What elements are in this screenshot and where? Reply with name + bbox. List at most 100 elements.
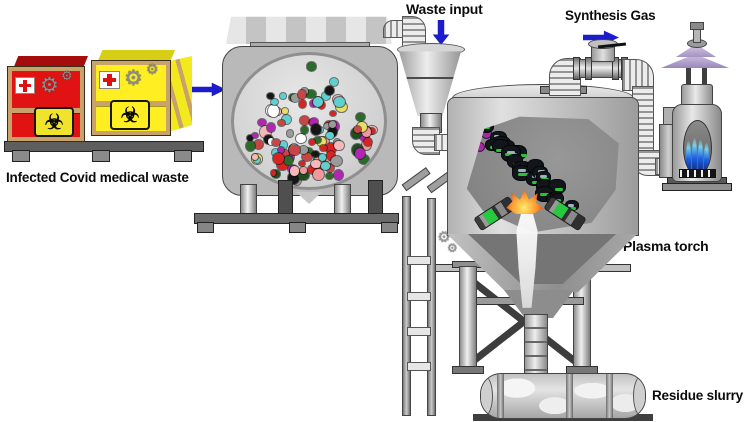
- waste-ball: [298, 90, 306, 99]
- waste-ball: [267, 122, 276, 132]
- mixer-rail-foot: [197, 222, 214, 233]
- support-foot: [452, 366, 484, 374]
- waste-ball: [353, 125, 361, 133]
- waste-ball: [281, 150, 289, 158]
- waste-ball: [309, 118, 319, 126]
- support-column: [459, 266, 477, 370]
- waste-ball: [326, 132, 334, 140]
- flow-arrow-down-icon: [432, 20, 450, 45]
- waste-ball: [268, 105, 279, 117]
- waste-ball: [298, 100, 306, 108]
- gear-icon: ⚙: [40, 74, 59, 97]
- syngas-flame-icon: [692, 138, 697, 171]
- waste-ball: [329, 78, 338, 87]
- pallet-foot: [12, 150, 30, 162]
- pipe-flange: [585, 57, 592, 80]
- waste-ball: [321, 162, 331, 171]
- waste-ball: [279, 93, 287, 99]
- pallet-foot: [92, 150, 110, 162]
- burner-base: [662, 183, 732, 191]
- waste-ball: [312, 151, 319, 158]
- waste-chunk: [566, 201, 578, 211]
- tank-strap: [605, 374, 613, 418]
- waste-ball: [298, 145, 309, 155]
- burner-post: [702, 62, 707, 88]
- biohazard-icon: ☣: [34, 107, 74, 137]
- waste-ball: [312, 97, 323, 108]
- waste-ball: [308, 138, 316, 146]
- waste-ball: [260, 125, 271, 138]
- chunk-highlight: [540, 193, 552, 197]
- burner-rod-knob: [690, 22, 704, 30]
- waste-chunk: [512, 165, 531, 180]
- chunk-highlight: [554, 187, 564, 191]
- waste-ball: [272, 153, 284, 165]
- waste-chunk: [493, 140, 508, 153]
- waste-ball: [350, 128, 361, 140]
- mixer-leg: [240, 184, 257, 216]
- chunk-glint: [518, 168, 527, 172]
- waste-ball: [334, 96, 345, 108]
- waste-ball: [289, 145, 300, 155]
- waste-ball: [258, 118, 267, 127]
- waste-ball: [277, 119, 286, 127]
- waste-chunk: [486, 140, 499, 151]
- waste-ball: [281, 107, 289, 114]
- burner-post: [686, 62, 691, 88]
- medical-cross-icon: [99, 71, 120, 89]
- waste-cascade: [467, 117, 619, 233]
- waste-ball: [277, 160, 288, 170]
- waste-ball: [362, 127, 372, 137]
- gear-icon: ⚙: [61, 68, 73, 83]
- chunk-glint: [493, 135, 500, 139]
- waste-ball: [355, 112, 365, 122]
- syngas-flame-icon: [686, 141, 691, 171]
- ladder-rail: [427, 198, 436, 416]
- synthesis-gas-label: Synthesis Gas: [565, 8, 656, 23]
- waste-ball: [311, 124, 321, 135]
- mixer-leg-back: [368, 180, 383, 216]
- tank-strap: [497, 374, 505, 418]
- slurry-outlet-pipe: [524, 314, 548, 380]
- pipe-flange: [612, 57, 619, 80]
- mixer-leg-back: [278, 180, 293, 216]
- waste-ball: [299, 115, 310, 125]
- waste-ball: [267, 138, 275, 145]
- waste-ball: [303, 147, 313, 157]
- waste-ball: [317, 136, 326, 146]
- waste-ball: [311, 159, 321, 169]
- waste-ball: [368, 127, 376, 135]
- plasma-torch-label: Plasma torch: [623, 238, 709, 254]
- chunk-glint: [538, 169, 545, 173]
- waste-ball: [284, 156, 293, 166]
- waste-ball: [333, 169, 344, 181]
- ladder-rail: [402, 196, 411, 416]
- chunk-highlight: [496, 148, 506, 152]
- waste-ball: [354, 148, 365, 159]
- waste-ball: [307, 62, 317, 71]
- waste-ball: [299, 160, 306, 166]
- waste-ball: [320, 145, 327, 152]
- gear-icon: ⚙: [124, 67, 143, 90]
- purple-waste-ball: [482, 129, 491, 138]
- waste-ball: [267, 93, 274, 99]
- waste-ball: [254, 140, 264, 150]
- pipe-flange: [573, 57, 580, 80]
- waste-ball: [300, 126, 308, 134]
- waste-ball: [270, 170, 277, 177]
- waste-ball: [291, 93, 299, 103]
- waste-ball: [328, 127, 338, 137]
- ladder-rung: [407, 292, 431, 301]
- mixer-chute: [296, 192, 322, 204]
- purple-waste-ball: [476, 143, 484, 151]
- waste-ball: [286, 130, 294, 137]
- waste-ball: [324, 123, 331, 129]
- waste-ball: [325, 143, 337, 154]
- waste-ball: [288, 171, 299, 184]
- waste-ball: [295, 133, 307, 143]
- waste-ball: [298, 170, 310, 181]
- chunk-highlight: [489, 146, 496, 150]
- waste-ball: [272, 148, 280, 156]
- yellow-crate-side: [168, 56, 192, 132]
